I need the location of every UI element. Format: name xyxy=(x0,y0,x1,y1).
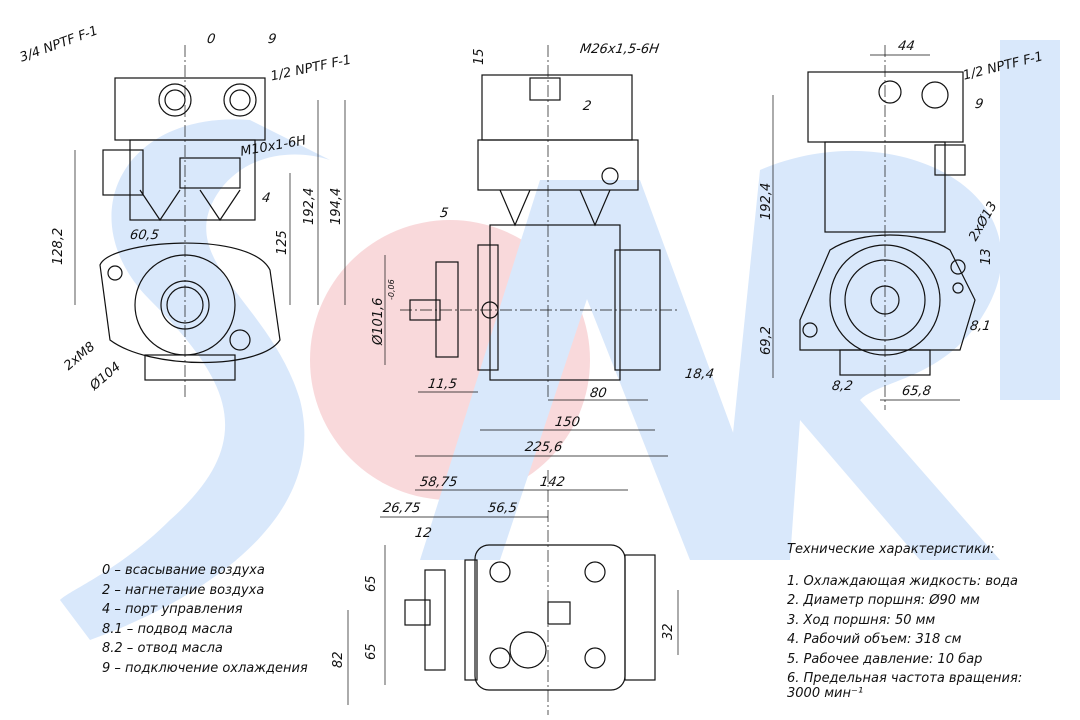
spec-item: 4. Рабочий объем: 318 см xyxy=(787,632,962,647)
top-view-bottom xyxy=(404,470,656,715)
dim-125: 125 xyxy=(275,230,290,255)
dim-128-2: 128,2 xyxy=(51,227,66,265)
dim-192-4-right: 192,4 xyxy=(759,182,774,220)
dim-56-5: 56,5 xyxy=(486,501,519,516)
spec-item: 1. Охлаждающая жидкость: вода xyxy=(787,573,1018,589)
legend-item: 0 – всасывание воздуха xyxy=(102,563,265,578)
thread-label-m26: M26x1,5-6H xyxy=(578,42,660,57)
dim-d101-6: Ø101,6 xyxy=(371,297,386,345)
dim-142: 142 xyxy=(538,475,566,490)
dim-60-5: 60,5 xyxy=(128,228,161,243)
dim-80: 80 xyxy=(588,386,608,401)
dim-d101-6-tolerance: -0,06 xyxy=(387,279,396,300)
dim-44: 44 xyxy=(896,39,916,54)
dim-13: 13 xyxy=(979,248,994,265)
dim-150: 150 xyxy=(553,415,581,430)
dim-225-6: 225,6 xyxy=(523,440,564,455)
port-legend: 0 – всасывание воздуха 2 – нагнетание во… xyxy=(102,561,308,678)
spec-item: 3. Ход поршня: 50 мм xyxy=(787,612,936,628)
spec-item: 5. Рабочее давление: 10 бар xyxy=(787,651,983,667)
legend-item: 8.2 – отвод масла xyxy=(102,641,223,656)
dim-11-5: 11,5 xyxy=(426,377,459,392)
legend-item: 4 – порт управления xyxy=(102,602,243,617)
dim-65-bottom: 65 xyxy=(364,643,379,660)
dim-8-2: 8,2 xyxy=(830,379,854,394)
dim-26-75: 26,75 xyxy=(381,501,422,516)
dim-82: 82 xyxy=(331,651,346,668)
spec-item: 2. Диаметр поршня: Ø90 мм xyxy=(787,593,980,608)
spec-item: 3000 мин⁻¹ xyxy=(787,685,864,701)
dim-18-4: 18,4 xyxy=(683,367,716,382)
front-view-left xyxy=(99,45,281,400)
dim-65-top: 65 xyxy=(364,575,379,592)
spec-item: 6. Предельная частота вращения: xyxy=(787,671,1023,686)
legend-item: 2 – нагнетание воздуха xyxy=(102,582,265,598)
dim-15: 15 xyxy=(472,48,487,65)
side-view-middle xyxy=(400,45,680,400)
dim-194-4: 194,4 xyxy=(329,187,344,225)
dim-58-75: 58,75 xyxy=(418,475,459,490)
dimension-lines xyxy=(74,54,960,705)
dim-65-8: 65,8 xyxy=(900,384,933,399)
legend-item: 9 – подключение охлаждения xyxy=(102,660,308,676)
technical-specs: Технические характеристики: 1. Охлаждающ… xyxy=(787,540,1022,703)
dim-12: 12 xyxy=(413,526,433,541)
dim-192-4-left: 192,4 xyxy=(302,187,317,225)
specs-title: Технические характеристики: xyxy=(787,542,995,557)
dim-69-2: 69,2 xyxy=(759,326,774,355)
legend-item: 8.1 – подвод масла xyxy=(102,621,233,637)
rear-view-right xyxy=(799,45,976,410)
dim-8-1: 8,1 xyxy=(968,319,992,334)
dim-32: 32 xyxy=(661,623,676,640)
